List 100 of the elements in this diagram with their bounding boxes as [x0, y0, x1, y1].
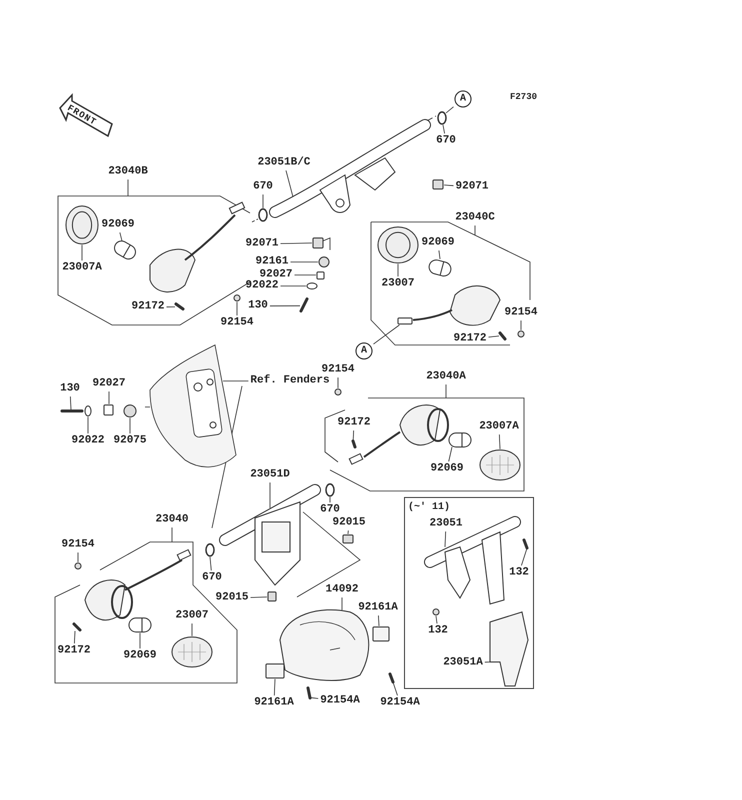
leader-line — [348, 530, 349, 534]
part-number: 92069 — [100, 218, 136, 232]
part-number: 92022 — [70, 434, 106, 448]
part-number: 670 — [252, 180, 274, 194]
leader-line — [444, 184, 454, 186]
part-number: 23007A — [478, 420, 520, 434]
part-number: 92027 — [92, 378, 126, 390]
leader-line — [210, 556, 212, 571]
part-number: 92154 — [220, 316, 254, 330]
reference-note: Ref. Fenders — [249, 374, 331, 388]
lamp-socket-drawing — [66, 206, 98, 244]
part-number: 670 — [319, 504, 341, 516]
variant-note: (~' 11) — [408, 502, 450, 513]
collar-drawing — [268, 592, 276, 602]
screw-drawing — [352, 440, 356, 448]
part-number: 92154A — [319, 694, 361, 708]
nut-drawing — [432, 608, 440, 616]
part-number: 23051B/C — [256, 156, 312, 170]
part-number: 92027 — [258, 268, 294, 282]
bulb-drawing — [448, 432, 472, 448]
leader-line — [270, 305, 300, 306]
collar-drawing — [342, 534, 354, 544]
part-number: 92161A — [357, 602, 399, 614]
o-ring-drawing — [325, 483, 335, 497]
reference-circle: A — [454, 90, 472, 108]
part-number: 132 — [508, 566, 530, 580]
bolt-drawing — [300, 298, 308, 312]
part-number: 92069 — [420, 236, 456, 250]
part-number: 92172 — [452, 332, 488, 346]
part-number: 92071 — [244, 238, 280, 250]
part-number: 92161 — [254, 256, 290, 268]
part-number: 670 — [201, 572, 223, 584]
screw-drawing — [498, 332, 506, 340]
lamp-socket-drawing — [378, 226, 418, 264]
leader-line — [262, 194, 264, 208]
leader-line — [166, 306, 176, 308]
pad-drawing — [372, 626, 390, 642]
leader-line — [378, 615, 380, 626]
leader-line — [310, 697, 319, 699]
part-number: 92075 — [112, 434, 148, 448]
part-number: 130 — [247, 300, 269, 312]
part-number: 92172 — [56, 644, 92, 658]
pad-drawing — [266, 664, 284, 678]
leader-line — [392, 682, 398, 696]
screw-drawing — [174, 302, 184, 310]
o-ring-drawing — [205, 543, 215, 557]
figure-number: F2730 — [510, 93, 538, 102]
washer-drawing — [84, 406, 92, 416]
part-number: 92015 — [332, 516, 366, 530]
part-number: 23040C — [454, 212, 496, 224]
screw-drawing — [72, 622, 82, 632]
part-number: 23051 — [428, 518, 464, 530]
grommet-drawing — [318, 256, 330, 268]
leader-line — [236, 302, 238, 316]
leader-line — [448, 446, 452, 462]
reference-circle: A — [356, 342, 372, 360]
grommet-drawing — [124, 404, 136, 418]
leader-line — [442, 124, 445, 134]
part-number: 92154 — [60, 538, 96, 552]
leader-line — [280, 242, 312, 244]
part-number: 92015 — [214, 592, 250, 604]
leader-line — [274, 678, 276, 696]
leader-line — [286, 170, 294, 198]
leader-line — [488, 336, 500, 338]
lens-drawing — [480, 450, 520, 480]
part-number: 130 — [59, 382, 81, 396]
part-number: 23040B — [107, 166, 149, 178]
part-number: 23040 — [154, 514, 190, 526]
clamp-drawing — [312, 238, 324, 248]
nut-drawing — [234, 294, 240, 302]
part-number: 92022 — [244, 280, 280, 292]
wire-plug-drawing — [398, 318, 412, 324]
part-number: 23007 — [380, 278, 416, 290]
leader-line — [70, 396, 72, 410]
part-number: 23007 — [174, 610, 210, 622]
leader-line — [108, 391, 110, 404]
lens-drawing — [172, 636, 212, 668]
leader-line — [436, 616, 438, 624]
bolt-drawing — [522, 538, 528, 550]
leader-line — [520, 320, 522, 330]
part-number: 23051D — [249, 468, 291, 482]
leader-line — [521, 548, 528, 566]
part-number: 92172 — [336, 416, 372, 430]
leader-line — [119, 232, 122, 242]
collar-drawing — [104, 404, 114, 416]
collar-drawing — [316, 272, 324, 280]
part-number: 92154 — [504, 306, 538, 320]
part-number: 23007A — [61, 262, 103, 274]
leader-line — [498, 434, 500, 450]
leader-line — [352, 430, 354, 440]
part-number: 92069 — [430, 462, 464, 476]
nut-drawing — [334, 388, 342, 396]
bolt-drawing — [306, 686, 312, 700]
part-number: 14092 — [324, 584, 360, 596]
part-number: 92154 — [320, 364, 356, 376]
leader-line — [484, 662, 490, 663]
bulb-drawing — [128, 618, 152, 632]
variant-frame — [404, 497, 534, 689]
part-number: 92071 — [454, 180, 490, 194]
clamp-drawing — [432, 180, 444, 190]
